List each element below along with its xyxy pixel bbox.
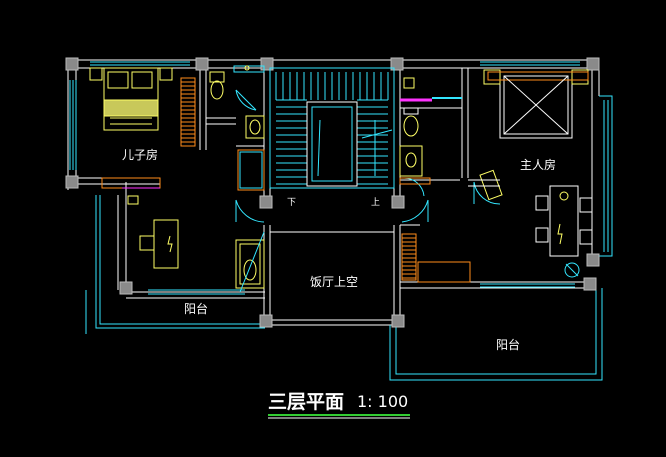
room-label-child-bedroom: 儿子房 [122, 147, 158, 162]
right-bathroom-fixtures [399, 77, 462, 185]
room-label-balcony-left: 阳台 [184, 301, 208, 316]
balcony-right-outline [389, 288, 603, 381]
doors [235, 89, 501, 223]
drawing-scale: 1: 100 [357, 392, 408, 411]
secondary-stair [401, 233, 471, 283]
stair-mark-down: 下 [287, 198, 296, 208]
child-side-cabinet [101, 177, 161, 205]
room-label-balcony-right: 阳台 [496, 337, 520, 352]
master-armchair [468, 169, 580, 278]
master-bed [483, 69, 589, 139]
drawing-title: 三层平面 [268, 391, 344, 413]
child-desk [139, 219, 179, 269]
room-label-dining-void: 饭厅上空 [310, 275, 358, 289]
lower-bathroom-fixtures [235, 231, 265, 293]
stair-mark-up: 上 [371, 197, 380, 208]
left-bathroom-fixtures [209, 65, 265, 191]
balcony-left-outline [85, 290, 265, 334]
master-desk-set [535, 185, 593, 257]
staircase [269, 67, 395, 189]
windows [69, 61, 613, 295]
child-wardrobe [180, 77, 196, 147]
room-label-master-bedroom: 主人房 [520, 157, 556, 172]
child-bed [89, 67, 173, 131]
